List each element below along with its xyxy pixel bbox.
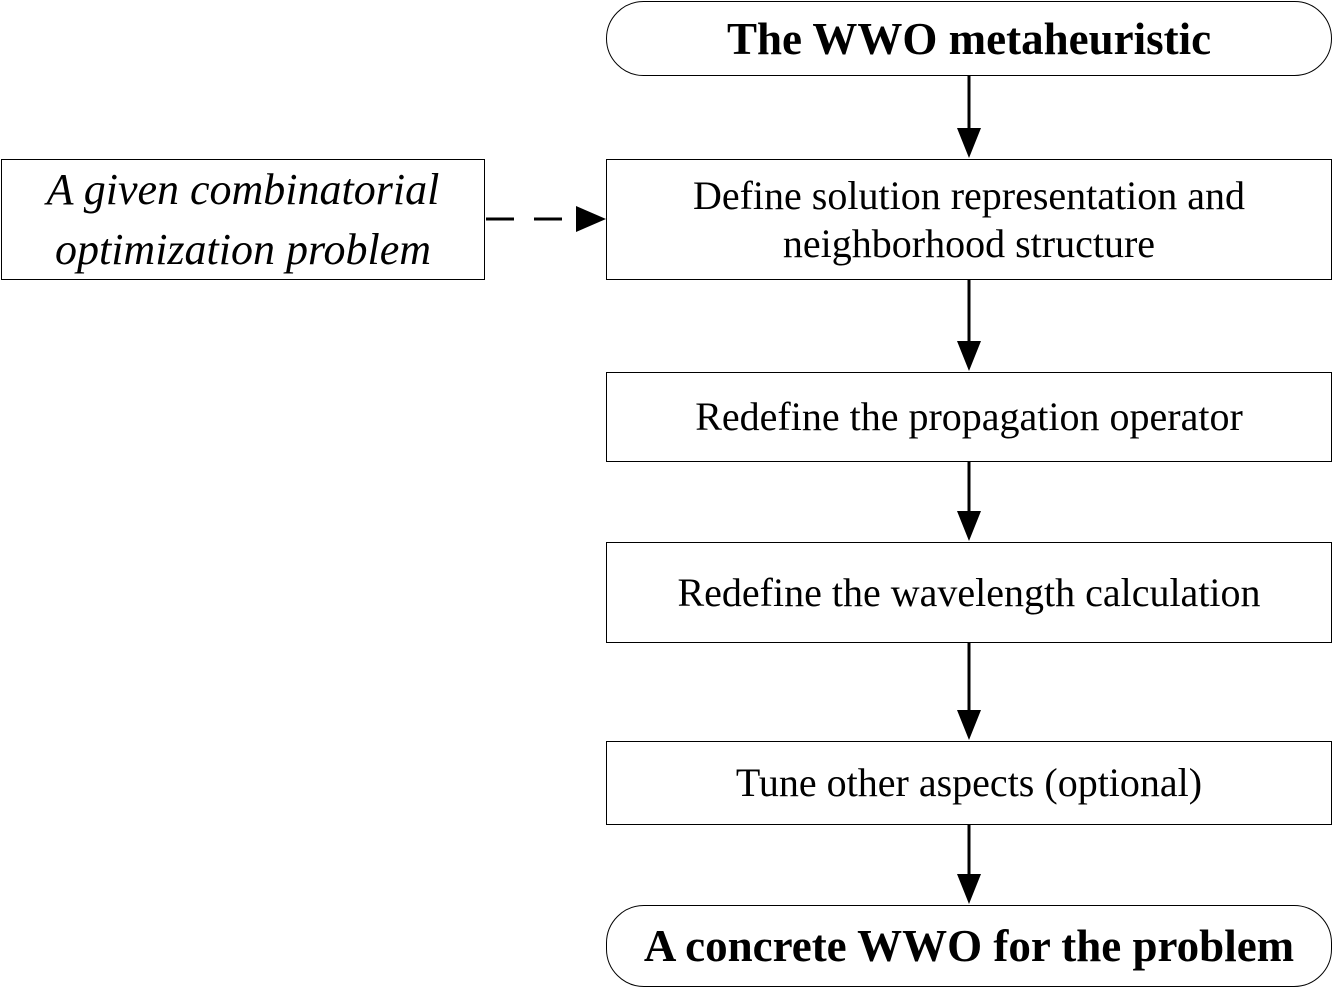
arrow-tune-to-end <box>957 825 981 904</box>
step-label: Redefine the propagation operator <box>695 394 1243 439</box>
arrow-start-to-define <box>957 75 981 158</box>
step-label: Tune other aspects (optional) <box>735 760 1203 805</box>
step-label: Redefine the wavelength calculation <box>677 569 1261 615</box>
arrow-propagation-to-wavelength <box>957 462 981 541</box>
start-terminal: The WWO metaheuristic <box>606 1 1332 76</box>
step-redefine-propagation: Redefine the propagation operator <box>606 372 1332 462</box>
arrow-define-to-propagation <box>957 280 981 371</box>
step-label-line1: Define solution representation and <box>692 172 1246 218</box>
step-tune-other-aspects: Tune other aspects (optional) <box>606 741 1332 825</box>
end-terminal: A concrete WWO for the problem <box>606 905 1332 987</box>
start-label: The WWO metaheuristic <box>726 13 1212 64</box>
end-label: A concrete WWO for the problem <box>643 921 1295 971</box>
input-label-line1: A given combinatorial <box>46 165 440 215</box>
dashed-arrow-input-to-define <box>486 206 606 232</box>
step-define-representation: Define solution representation and neigh… <box>606 159 1332 280</box>
problem-input-box: A given combinatorial optimization probl… <box>1 159 485 280</box>
step-label-line2: neighborhood structure <box>782 220 1156 266</box>
step-redefine-wavelength: Redefine the wavelength calculation <box>606 542 1332 643</box>
arrow-wavelength-to-tune <box>957 643 981 740</box>
input-label-line2: optimization problem <box>54 224 432 274</box>
